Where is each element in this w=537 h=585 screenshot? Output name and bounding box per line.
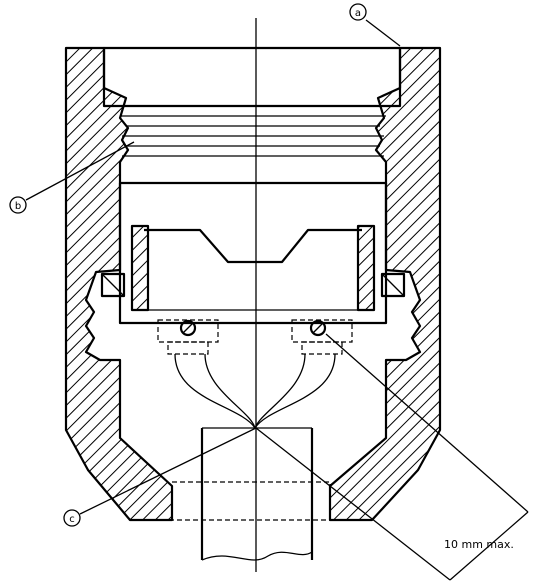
label-c: c [63,509,81,527]
contact-carrier [144,228,362,264]
measure-line-3 [79,427,257,515]
right-terminal-screw [291,319,353,355]
dimension-text: 10 mm max. [444,538,514,551]
label-c-text: c [69,514,75,525]
bottom-entry [171,481,331,521]
conductor-wires [174,353,336,429]
label-b: b [9,141,135,214]
cable [200,427,314,561]
internal-thread [120,115,386,157]
measure-line-1 [255,427,451,581]
measure-line-2 [325,333,529,513]
label-a-text: a [355,8,361,19]
inner-cup [118,181,388,325]
label-b-text: b [15,201,21,212]
left-clip [100,272,126,298]
dimension-line [449,511,529,581]
top-bore [102,46,402,108]
label-a: a [349,3,401,47]
right-clip [380,272,406,298]
carrier-right-plate [356,224,376,312]
carrier-left-plate [130,224,150,312]
left-terminal-screw [157,319,219,355]
